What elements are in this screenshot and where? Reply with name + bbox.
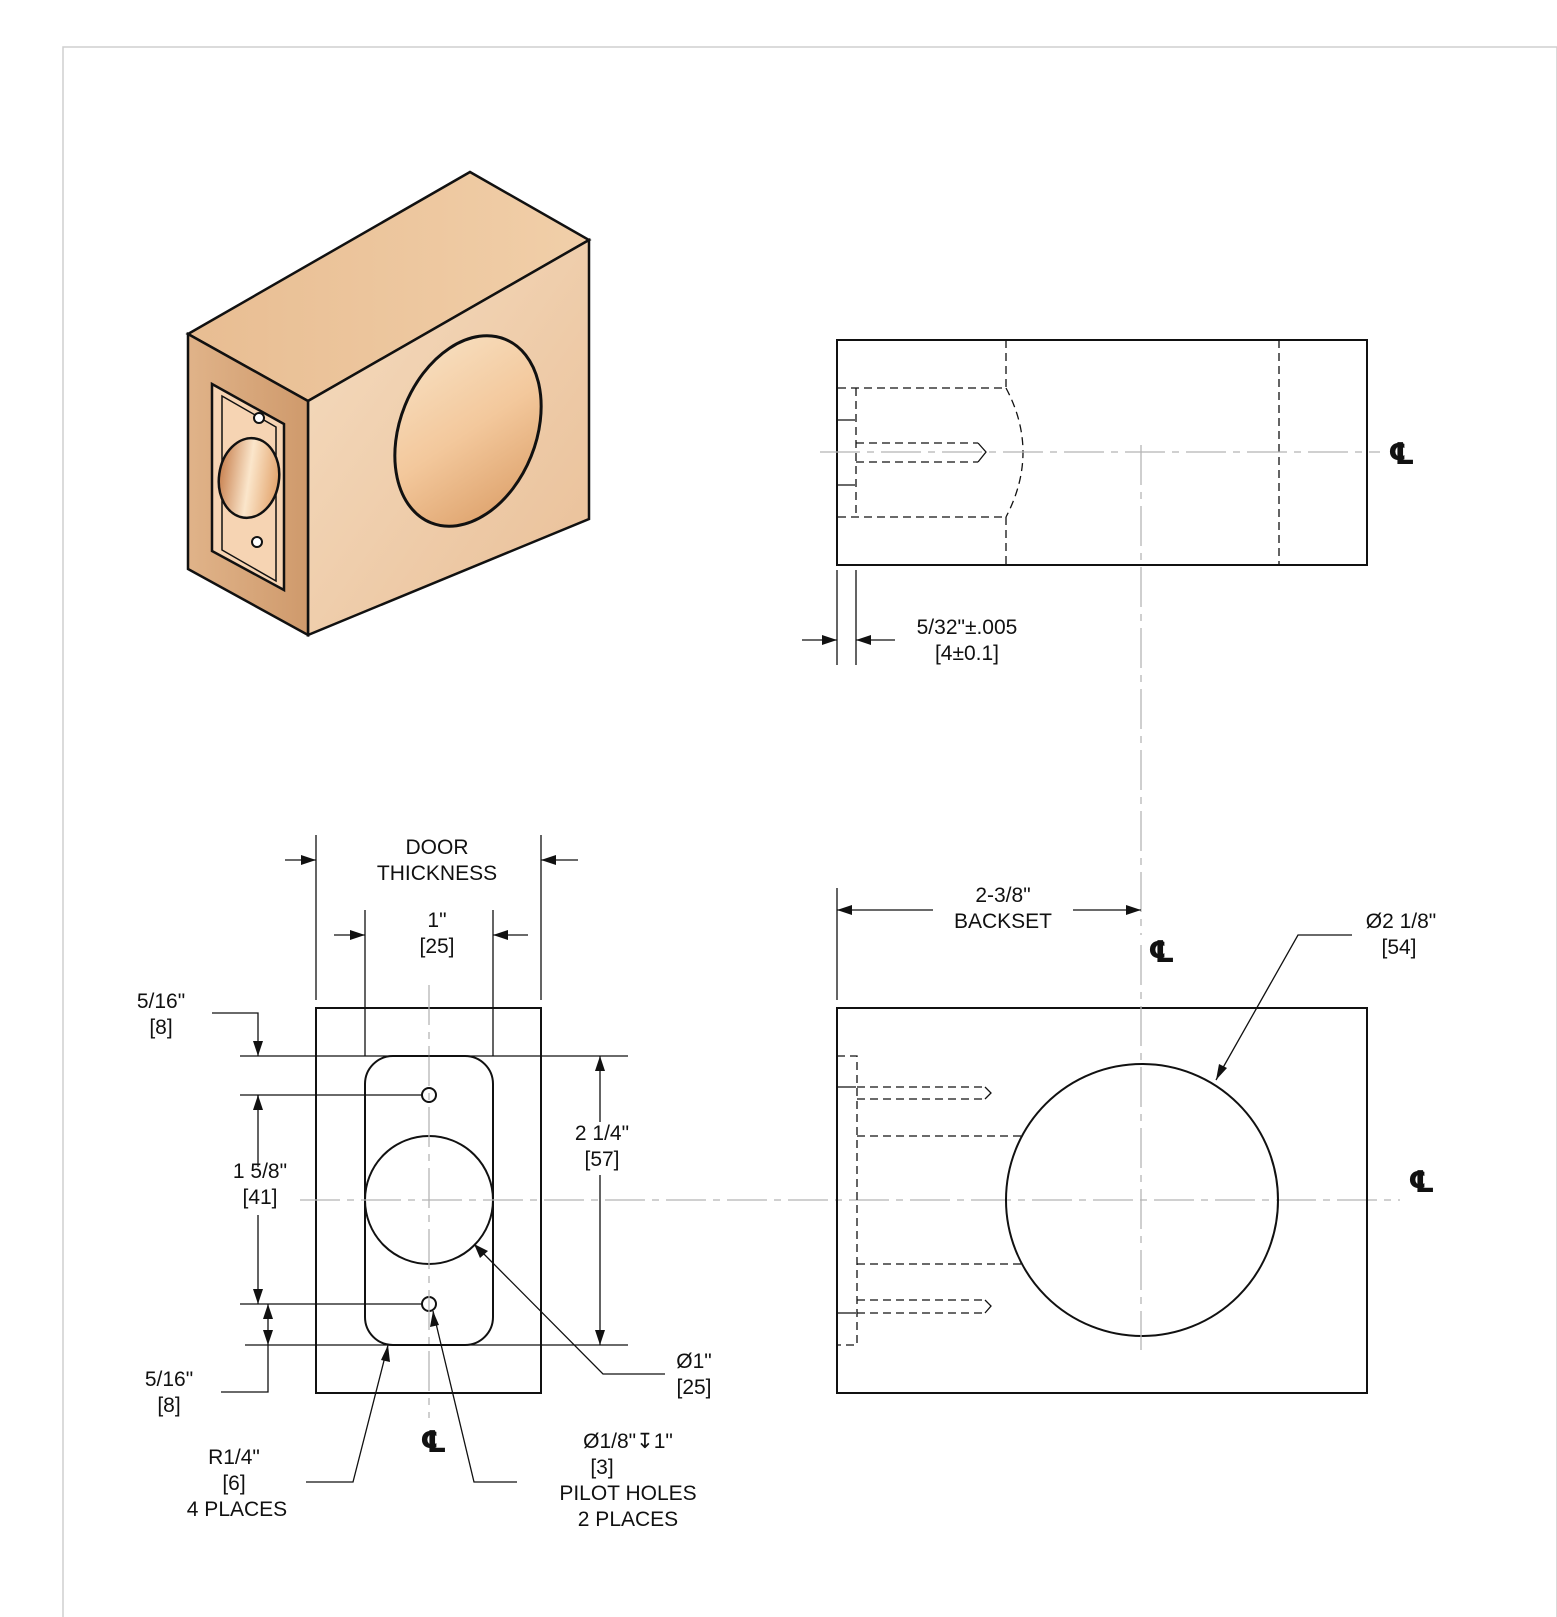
pilot-line2: [3] xyxy=(590,1456,613,1479)
edge-view xyxy=(212,835,1400,1483)
top-view xyxy=(802,339,1380,935)
faceplate-height-line2: [57] xyxy=(584,1148,619,1171)
faceplate-width-line1: 1" xyxy=(427,909,446,932)
centerline-symbol: ℄ xyxy=(1388,437,1415,472)
door-thickness-line1: DOOR xyxy=(406,836,469,859)
pilot-line4: 2 PLACES xyxy=(578,1508,678,1531)
door-thickness-line2: THICKNESS xyxy=(377,862,497,885)
lip-dim-line1: 5/32"±.005 xyxy=(917,616,1018,639)
backset-line2: BACKSET xyxy=(954,910,1052,933)
edge-centerline-symbol: ℄ xyxy=(420,1425,447,1460)
lip-dim-line2: [4±0.1] xyxy=(935,642,999,665)
backset-centerline-symbol: ℄ xyxy=(1148,935,1175,970)
isometric-block xyxy=(185,170,592,638)
bottom-offset-line2: [8] xyxy=(157,1394,180,1417)
hole-spacing-line2: [41] xyxy=(242,1186,277,1209)
radius-line1: R1/4" xyxy=(208,1446,260,1469)
cross-bore-circle xyxy=(1005,1063,1279,1337)
pilot-line3: PILOT HOLES xyxy=(559,1482,696,1505)
hole-spacing-line1: 1 5/8" xyxy=(233,1160,287,1183)
block-edge-bore xyxy=(217,436,281,520)
face-view xyxy=(836,888,1368,1394)
face-bore-line1: Ø2 1/8" xyxy=(1366,910,1437,933)
top-offset-line2: [8] xyxy=(149,1016,172,1039)
pilot-hole-upper xyxy=(253,412,265,424)
face-centerline-symbol: ℄ xyxy=(1408,1165,1435,1200)
pilot-line1: Ø1/8"↧1" xyxy=(583,1430,673,1453)
bottom-offset-line1: 5/16" xyxy=(145,1368,193,1391)
edge-bore-line1: Ø1" xyxy=(676,1350,711,1373)
pilot-hole-lower xyxy=(251,536,263,548)
face-view-outline xyxy=(836,1007,1368,1394)
sheet-border xyxy=(62,46,1557,1617)
face-bore-line2: [54] xyxy=(1381,936,1416,959)
labels: 5/32"±.005 [4±0.1] ℄ DOOR THICKNESS 1" [… xyxy=(137,437,1436,1531)
radius-line3: 4 PLACES xyxy=(187,1498,287,1521)
top-offset-line1: 5/16" xyxy=(137,990,185,1013)
backset-line1: 2-3/8" xyxy=(975,884,1030,907)
faceplate-height-line1: 2 1/4" xyxy=(575,1122,629,1145)
radius-line2: [6] xyxy=(222,1472,245,1495)
faceplate-width-line2: [25] xyxy=(419,935,454,958)
block-cross-bore xyxy=(393,334,543,528)
edge-bore-line2: [25] xyxy=(676,1376,711,1399)
